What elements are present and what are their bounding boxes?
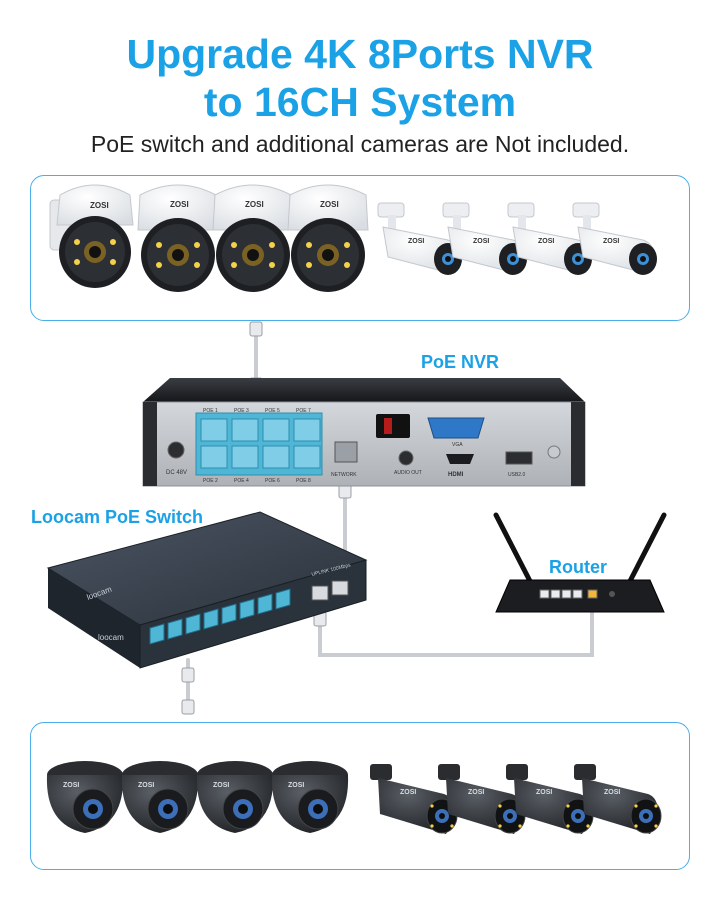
dome-camera-4: ZOSI [271,761,349,833]
title-line-2: to 16CH System [203,79,517,125]
camera-brand-label: ZOSI [90,201,109,210]
usb-port [505,451,533,465]
camera-brand-label: ZOSI [213,782,229,789]
network-port [334,441,358,463]
switch-brand-front: loocam [98,633,124,642]
bullet-camera-1: ZOSI [377,202,462,275]
poe-port-label: POE 8 [296,478,311,484]
poe-port-label: POE 4 [234,478,249,484]
dome-camera-1: ZOSI [46,761,124,833]
switch-label: Loocam PoE Switch [31,507,204,527]
camera-brand-label: ZOSI [245,200,264,209]
audio-label: AUDIO OUT [394,470,422,476]
vga-label: VGA [452,442,463,448]
camera-brand-label: ZOSI [408,238,424,245]
poe-port-label: POE 5 [265,408,280,414]
camera-brand-label: ZOSI [603,238,619,245]
ptz-camera-4: ZOSI [287,184,369,292]
poe-port-label: POE 1 [203,408,218,414]
ptz-camera-1: ZOSI [49,184,134,288]
ptz-camera-2: ZOSI [137,184,219,292]
camera-brand-label: ZOSI [288,782,304,789]
usb-label: USB2.0 [508,472,525,478]
nvr-top-panel [143,378,585,402]
black-bullet-camera-2: ZOSI [438,764,526,834]
camera-brand-label: ZOSI [604,789,620,796]
hdmi-port [446,454,474,464]
camera-brand-label: ZOSI [400,789,416,796]
camera-brand-label: ZOSI [473,238,489,245]
switch-uplink-ports [311,580,349,601]
bullet-camera-3: ZOSI [507,202,592,275]
power-switch [376,414,410,438]
poe-ports [200,418,321,469]
camera-brand-label: ZOSI [138,782,154,789]
bottom-bullet-cameras: ZOSI ZOSI ZOSI ZOSI [370,764,662,834]
poe-port-label: POE 7 [296,408,311,414]
cable-switch-to-router [318,598,594,657]
hdmi-label: HDMI [448,472,464,478]
power-label: DC 48V [166,470,187,476]
router-antenna-right [625,512,667,588]
loocam-poe-switch: loocam loocam UPLINK 100Mbps [46,511,368,669]
camera-brand-label: ZOSI [320,200,339,209]
ground-screw [547,445,561,459]
vga-port [427,417,485,439]
poe-port-label: POE 3 [234,408,249,414]
poe-port-label: POE 2 [203,478,218,484]
poe-port-label: POE 6 [265,478,280,484]
switch-poe-ports [149,588,291,645]
poe-nvr-device: DC 48V POE 1 POE 3 POE 5 POE 7 POE 2 POE… [142,378,586,487]
network-label: NETWORK [331,472,357,478]
black-bullet-camera-4: ZOSI [574,764,662,834]
camera-brand-label: ZOSI [63,782,79,789]
camera-brand-label: ZOSI [468,789,484,796]
router-label: Router [549,557,607,577]
dome-camera-3: ZOSI [196,761,274,833]
nvr-label: PoE NVR [421,352,500,372]
title-line-1: Upgrade 4K 8Ports NVR [126,31,594,77]
camera-brand-label: ZOSI [538,238,554,245]
power-jack [167,441,185,459]
top-ptz-cameras: ZOSI ZOSI ZOSI [49,184,369,292]
camera-brand-label: ZOSI [170,200,189,209]
camera-brand-label: ZOSI [536,789,552,796]
router-device [493,512,667,613]
bottom-dome-cameras: ZOSI ZOSI ZOSI ZOSI [46,761,349,833]
bullet-camera-2: ZOSI [442,202,527,275]
subtitle: PoE switch and additional cameras are No… [90,131,630,157]
router-antenna-left [493,512,535,588]
ptz-camera-3: ZOSI [212,184,294,292]
dome-camera-2: ZOSI [121,761,199,833]
top-bullet-cameras: ZOSI ZOSI ZOSI ZOSI [377,202,657,275]
audio-out-jack [398,450,414,466]
bullet-camera-4: ZOSI [572,202,657,275]
switch-front [48,568,140,668]
